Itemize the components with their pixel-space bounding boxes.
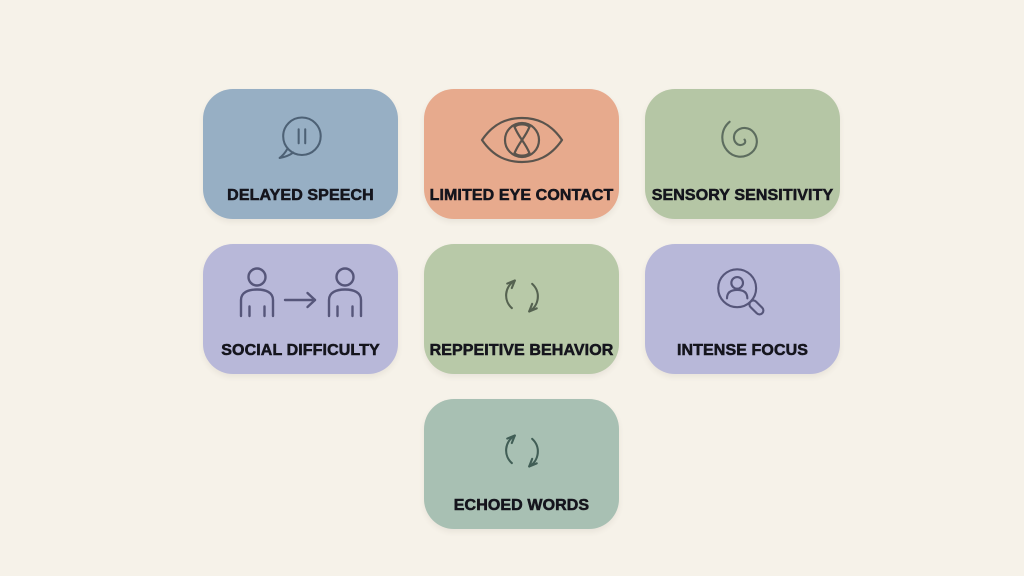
eye-crossed-icon: [424, 89, 619, 187]
card-label: LIMITED EYE CONTACT: [429, 187, 614, 205]
card-limited-eye-contact: LIMITED EYE CONTACT: [424, 89, 619, 219]
card-repetitive-behavior: REPPEITIVE BEHAVIOR: [424, 244, 619, 374]
card-label: ECHOED WORDS: [453, 497, 590, 515]
card-label: SENSORY SENSITIVITY: [651, 187, 834, 205]
speech-bubble-pause-icon: [203, 89, 398, 187]
cycle-arrows-icon: [424, 399, 619, 497]
card-echoed-words: ECHOED WORDS: [424, 399, 619, 529]
cycle-arrows-icon: [424, 244, 619, 342]
card-social-difficulty: SOCIAL DIFFICULTY: [203, 244, 398, 374]
magnifier-person-icon: [645, 244, 840, 342]
card-label: SOCIAL DIFFICULTY: [221, 342, 380, 360]
symptom-card-grid: DELAYED SPEECH LIMITED EYE CONTACT SENSO…: [203, 89, 840, 529]
card-label: REPPEITIVE BEHAVIOR: [429, 342, 614, 360]
card-delayed-speech: DELAYED SPEECH: [203, 89, 398, 219]
card-label: INTENSE FOCUS: [676, 342, 809, 360]
spiral-icon: [645, 89, 840, 187]
card-sensory-sensitivity: SENSORY SENSITIVITY: [645, 89, 840, 219]
two-people-arrow-icon: [203, 244, 398, 342]
card-intense-focus: INTENSE FOCUS: [645, 244, 840, 374]
card-label: DELAYED SPEECH: [227, 187, 374, 205]
